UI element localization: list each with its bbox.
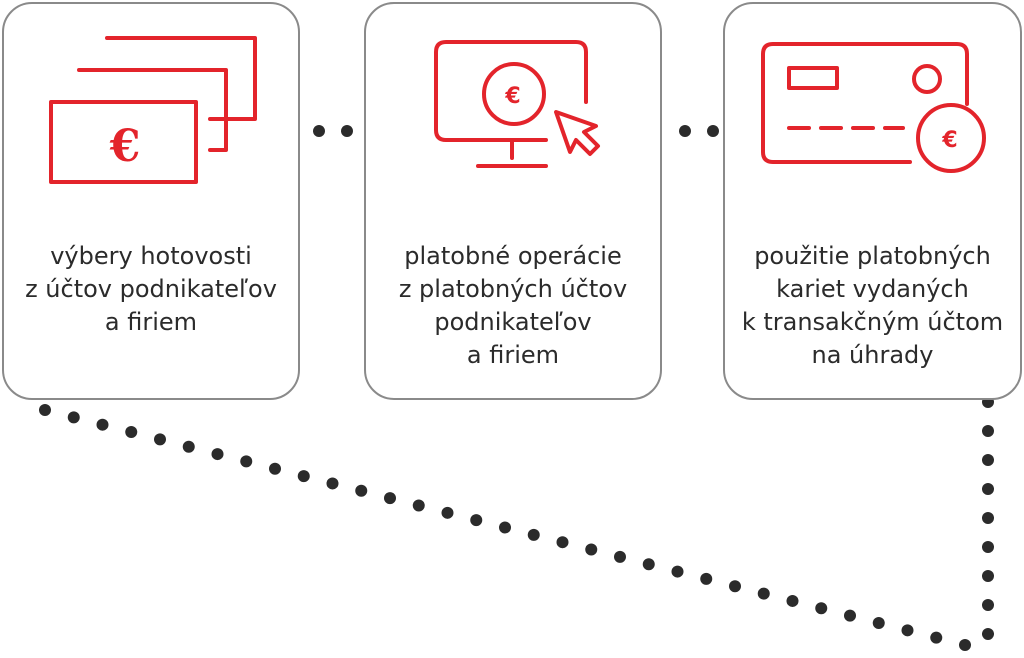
card-payment-operations: € platobné operácie z platobných účtov p…	[364, 2, 662, 400]
connector-dot	[930, 631, 943, 644]
connector-dot	[982, 512, 994, 524]
euro-symbol: €	[941, 128, 957, 153]
connector-dot	[786, 594, 799, 607]
connector-dot	[269, 462, 281, 475]
connector-dot	[384, 492, 396, 505]
label-line: použitie platobných	[754, 242, 991, 270]
connector-dot	[844, 609, 856, 622]
label-line: a firiem	[104, 308, 198, 336]
connector-dot	[125, 426, 138, 439]
connector-dot	[67, 411, 80, 424]
connector-dot	[642, 558, 655, 571]
label-line: podnikateľov	[434, 308, 592, 336]
label-line: kariet vydaných	[776, 275, 969, 303]
connector-dot	[326, 477, 339, 490]
connector-dot	[182, 440, 195, 453]
connector-dot	[729, 580, 741, 593]
card-payment-cards-usage: € použitie platobných kariet vydaných k …	[723, 2, 1022, 400]
connector-dot	[679, 125, 691, 137]
connector-dot	[959, 639, 971, 651]
label-line: z účtov podnikateľov	[25, 275, 277, 303]
connector-dot	[355, 484, 368, 497]
connector-dot	[470, 514, 483, 527]
connector-dot	[96, 418, 109, 431]
connector-dot	[982, 483, 994, 495]
connector-dot	[412, 499, 425, 512]
connector-dot	[499, 521, 511, 534]
connector-dot	[297, 470, 310, 483]
card-label: použitie platobných kariet vydaných k tr…	[725, 240, 1020, 372]
connector-dot	[982, 599, 994, 611]
connector-dot	[982, 454, 994, 466]
connector-dot	[671, 565, 684, 578]
connector-dot	[527, 528, 540, 541]
banknotes-euro-icon: €	[49, 36, 257, 184]
connector-dot	[700, 572, 713, 585]
label-line: výbery hotovosti	[50, 242, 252, 270]
connector-dot	[441, 506, 454, 519]
payment-card-euro-icon: €	[761, 42, 986, 173]
label-line: platobné operácie	[404, 242, 622, 270]
card-cash-withdrawals: € výbery hotovosti z účtov podnikateľov …	[2, 2, 300, 400]
connector-dot	[211, 448, 224, 461]
connector-dot	[815, 602, 828, 615]
connector-dot	[982, 570, 994, 582]
label-line: na úhrady	[811, 341, 934, 369]
euro-symbol: €	[109, 121, 141, 172]
connector-dot	[707, 125, 719, 137]
connector-dot	[614, 550, 626, 563]
card-label: platobné operácie z platobných účtov pod…	[366, 240, 660, 372]
connector-dot	[982, 425, 994, 437]
connector-dot	[39, 404, 51, 416]
label-line: z platobných účtov	[398, 275, 628, 303]
card-label: výbery hotovosti z účtov podnikateľov a …	[4, 240, 298, 339]
connector-dot	[757, 587, 770, 600]
label-line: k transakčným účtom	[741, 308, 1004, 336]
euro-symbol: €	[504, 84, 520, 109]
connector-dot	[240, 455, 253, 468]
monitor-euro-cursor-icon: €	[434, 40, 600, 168]
connector-dot	[872, 616, 885, 629]
connector-dot	[556, 536, 569, 549]
connector-dot	[901, 624, 914, 637]
label-line: a firiem	[466, 341, 560, 369]
connector-dot	[982, 628, 994, 640]
connector-dot	[154, 433, 166, 446]
connector-dot	[982, 541, 994, 553]
connector-dot	[341, 125, 353, 137]
connector-dot	[585, 543, 598, 556]
connector-dot	[313, 125, 325, 137]
